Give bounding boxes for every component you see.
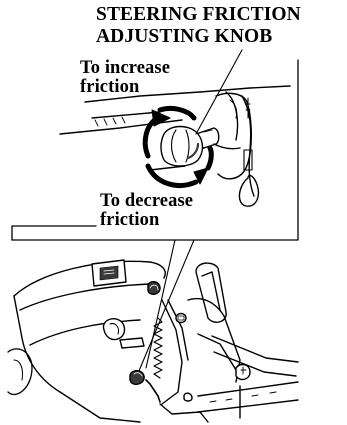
mount-bolt xyxy=(184,393,192,401)
left-bottom-edge xyxy=(60,392,140,422)
decrease-line-2: friction xyxy=(100,211,193,230)
console-lower-edge xyxy=(92,112,160,118)
cover-lever xyxy=(120,338,144,348)
cover-knob-boss xyxy=(103,319,124,340)
lanyard-loop xyxy=(239,175,258,206)
decrease-friction-callout: To decrease friction xyxy=(100,192,193,230)
bracket-bolt xyxy=(176,314,186,323)
engine-cover-side xyxy=(14,296,60,392)
transom-rail xyxy=(198,382,298,418)
swivel-bracket-lower xyxy=(198,334,236,370)
knob-title-callout: STEERING FRICTION ADJUSTING KNOB xyxy=(96,4,301,48)
increase-friction-callout: To increase friction xyxy=(80,59,170,97)
console-shading xyxy=(95,117,125,126)
housing-detail xyxy=(230,100,237,118)
knob-title-line-2: ADJUSTING KNOB xyxy=(96,26,301,48)
decrease-line-1: To decrease xyxy=(100,192,193,211)
increase-line-1: To increase xyxy=(80,59,170,78)
engine-cover-edge xyxy=(20,284,150,310)
lower-mount xyxy=(160,404,208,422)
outboard-engine xyxy=(8,260,298,422)
small-chain xyxy=(146,380,160,402)
clamp-arm xyxy=(212,336,298,362)
column-band-upper xyxy=(226,92,238,140)
tiller-bracket-inner xyxy=(168,300,188,360)
knob-title-line-1: STEERING FRICTION xyxy=(96,4,301,26)
decrease-arrow-tail xyxy=(208,148,211,168)
increase-arrow-head xyxy=(152,110,170,126)
cowl-bulge-inner xyxy=(14,360,23,380)
inset-frame-left xyxy=(12,226,96,240)
column-band-lower xyxy=(214,144,240,149)
increase-line-2: friction xyxy=(80,78,170,97)
cowl-bulge xyxy=(8,349,32,395)
label-plate-mark xyxy=(100,266,118,280)
clamp-arm-lower xyxy=(214,352,296,376)
inset-leader-right xyxy=(136,240,194,378)
